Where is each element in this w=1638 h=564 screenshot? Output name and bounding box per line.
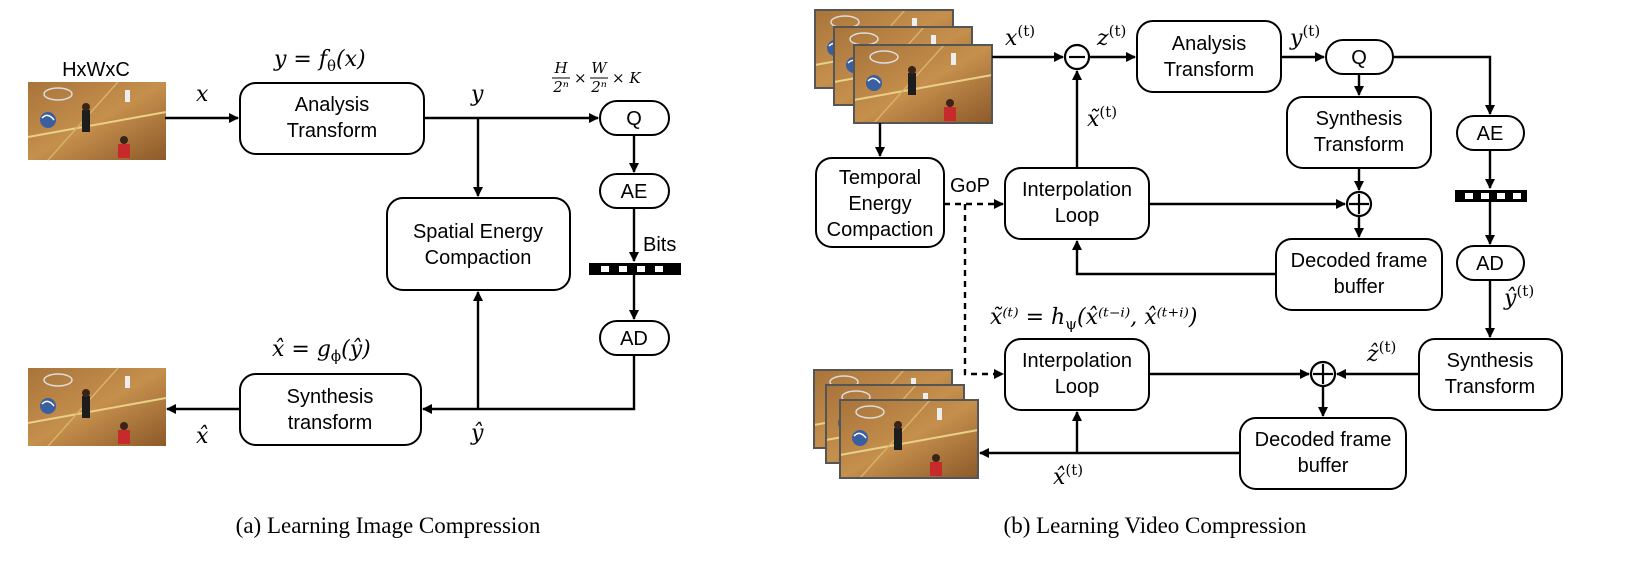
output-frame-stack <box>813 369 979 479</box>
svg-text:transform: transform <box>288 412 372 434</box>
bitstream-icon-b <box>1455 190 1527 202</box>
analysis-transform-box: Analysis Transform <box>239 82 425 155</box>
svg-text:Spatial Energy: Spatial Energy <box>413 221 543 243</box>
svg-text:buffer: buffer <box>1298 455 1349 477</box>
svg-text:Synthesis: Synthesis <box>287 386 374 408</box>
symbol-x: x <box>196 82 209 107</box>
svg-text:Transform: Transform <box>287 120 377 142</box>
arithmetic-encoder-box-b: AE <box>1456 115 1525 151</box>
svg-text:Transform: Transform <box>1314 134 1404 156</box>
svg-text:Analysis: Analysis <box>1172 33 1246 55</box>
svg-text:Synthesis: Synthesis <box>1316 108 1403 130</box>
interpolation-equation: x̃⁽ᵗ⁾ = hψ(x̂⁽ᵗ⁻ⁱ⁾, x̂⁽ᵗ⁺ⁱ⁾) <box>990 305 1198 333</box>
bitstream-icon <box>589 263 681 275</box>
bits-label: Bits <box>643 234 676 256</box>
spatial-energy-compaction-box: Spatial Energy Compaction <box>386 197 571 291</box>
arithmetic-decoder-box-b: AD <box>1456 245 1525 281</box>
analysis-transform-box-b: Analysis Transform <box>1136 20 1282 93</box>
synthesis-transform-box-b-top: Synthesis Transform <box>1286 96 1432 169</box>
gop-label: GoP <box>950 175 990 197</box>
analysis-equation: y = fθ(x) <box>273 47 366 75</box>
svg-text:2ⁿ: 2ⁿ <box>552 78 569 96</box>
symbol-z-t: z(t) <box>1096 22 1126 51</box>
svg-text:× K: × K <box>612 69 641 87</box>
svg-text:Compaction: Compaction <box>827 219 934 241</box>
panel-a-arrows <box>165 113 639 414</box>
decoded-frame-buffer-box-bottom: Decoded frame buffer <box>1239 417 1407 490</box>
decoded-frame-buffer-box-top: Decoded frame buffer <box>1275 238 1443 311</box>
add-node-bottom <box>1309 360 1337 388</box>
add-node-top <box>1345 190 1373 218</box>
svg-text:Q: Q <box>626 108 642 130</box>
svg-text:×: × <box>574 69 587 87</box>
symbol-y-hat: ŷ <box>470 421 484 446</box>
svg-text:W: W <box>591 59 608 77</box>
svg-text:Temporal: Temporal <box>839 167 921 189</box>
symbol-z-hat-t: ẑ(t) <box>1366 338 1396 367</box>
input-dims-label: HxWxC <box>62 59 130 81</box>
svg-text:Q: Q <box>1351 47 1367 69</box>
output-image <box>27 367 167 447</box>
interpolation-loop-box-top: Interpolation Loop <box>1004 167 1150 240</box>
quantizer-box-b: Q <box>1325 39 1394 75</box>
svg-text:Decoded frame: Decoded frame <box>1291 250 1428 272</box>
symbol-y-hat-t: ŷ(t) <box>1503 282 1534 311</box>
panel-b-arrows <box>875 52 1495 458</box>
arithmetic-decoder-box: AD <box>599 320 670 356</box>
temporal-energy-compaction-box: Temporal Energy Compaction <box>815 157 945 248</box>
panel-b: Temporal Energy Compaction Interpolation… <box>813 9 1563 538</box>
svg-text:Loop: Loop <box>1055 376 1100 398</box>
svg-text:AD: AD <box>620 328 648 350</box>
symbol-x-hat-t: x̂(t) <box>1053 461 1083 490</box>
symbol-x-tilde-t: x̃(t) <box>1087 103 1117 132</box>
subtract-node <box>1063 43 1091 71</box>
svg-text:Energy: Energy <box>848 193 911 215</box>
synthesis-transform-box-b-bottom: Synthesis Transform <box>1418 338 1563 411</box>
quantizer-box: Q <box>599 100 670 136</box>
svg-text:Interpolation: Interpolation <box>1022 350 1132 372</box>
svg-text:Decoded frame: Decoded frame <box>1255 429 1392 451</box>
symbol-y-t: y(t) <box>1289 22 1320 51</box>
svg-text:Compaction: Compaction <box>425 247 532 269</box>
symbol-x-hat: x̂ <box>196 424 209 449</box>
svg-text:AE: AE <box>1477 123 1504 145</box>
symbol-y: y <box>470 82 484 107</box>
latent-shape: H 2ⁿ × W 2ⁿ × K <box>552 59 641 96</box>
svg-text:2ⁿ: 2ⁿ <box>590 78 607 96</box>
input-image <box>27 81 167 161</box>
input-frame-stack <box>814 9 993 124</box>
synthesis-transform-box: Synthesis transform <box>239 373 422 446</box>
caption-b: (b) Learning Video Compression <box>1004 513 1307 538</box>
svg-text:Synthesis: Synthesis <box>1447 350 1534 372</box>
caption-a: (a) Learning Image Compression <box>236 513 541 538</box>
interpolation-loop-box-bottom: Interpolation Loop <box>1004 338 1150 411</box>
svg-text:H: H <box>553 59 568 77</box>
svg-text:Transform: Transform <box>1164 59 1254 81</box>
svg-text:Analysis: Analysis <box>295 94 369 116</box>
svg-text:AE: AE <box>621 181 648 203</box>
svg-text:Loop: Loop <box>1055 205 1100 227</box>
svg-text:Transform: Transform <box>1445 376 1535 398</box>
svg-text:Interpolation: Interpolation <box>1022 179 1132 201</box>
synthesis-equation: x̂ = gϕ(ŷ) <box>272 337 371 365</box>
arithmetic-encoder-box: AE <box>599 173 670 209</box>
panel-a: HxWxC y = fθ(x) x̂ = gϕ(ŷ) H 2ⁿ × W 2ⁿ ×… <box>27 47 681 538</box>
svg-text:buffer: buffer <box>1334 276 1385 298</box>
svg-text:AD: AD <box>1476 253 1504 275</box>
symbol-x-t: x(t) <box>1005 22 1035 51</box>
